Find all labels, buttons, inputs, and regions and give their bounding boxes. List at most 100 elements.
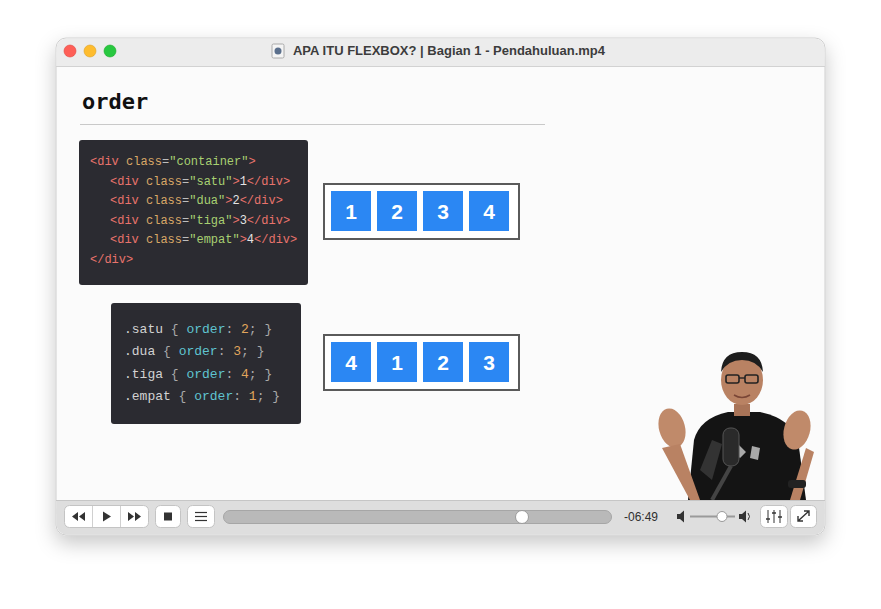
code-token: class [146,194,182,208]
code-token: class [146,214,182,228]
flex-container: 12 3 4 [323,183,520,240]
slide-heading: order [82,88,148,116]
code-token: "container" [169,155,248,169]
code-token: div [268,233,290,247]
code-token [139,175,146,189]
code-token [139,194,146,208]
code-token: ; } [249,322,272,337]
window-frame [56,38,825,535]
code-token: .empat [124,389,171,404]
code-token: > [232,214,239,228]
code-token [139,214,146,228]
code-token: </ [90,253,104,267]
code-token: > [283,214,290,228]
fullscreen-button [791,506,817,528]
code-token: div [97,155,119,169]
close-button [64,45,76,57]
presenter-video [654,352,814,500]
heading-rule [80,124,545,125]
flex-item: 2 [377,191,417,231]
code-token: > [232,175,239,189]
volume-control [677,511,750,523]
equalizer-button [761,506,788,528]
code-token: : [225,322,241,337]
flex-item: 2 [423,342,463,382]
code-token: = [162,155,169,169]
code-token: > [225,194,232,208]
progress-bar [224,511,612,524]
code-token: "satu" [189,175,232,189]
code-token: 3 [233,344,241,359]
code-line: <div class="tiga">3</div> [90,212,300,232]
code-token: 1 [249,389,257,404]
code-token: </ [254,233,268,247]
code-token: > [283,175,290,189]
code-token: class [126,155,162,169]
code-token: > [248,155,255,169]
zoom-button [104,45,116,57]
code-token: div [104,253,126,267]
title-bar [57,39,825,67]
stop-button [156,506,181,528]
code-token: = [182,214,189,228]
flex-container: 4123 [323,334,520,391]
code-token: order [186,322,225,337]
code-token: div [117,233,139,247]
code-token: = [182,175,189,189]
code-token: < [90,155,97,169]
code-token [139,233,146,247]
flex-item: 1 [377,342,417,382]
code-token: order [186,367,225,382]
code-token: > [276,194,283,208]
control-bar-rule [56,500,825,501]
code-token: "dua" [189,194,225,208]
code-line: <div class="dua">2</div> [90,192,300,212]
code-token: .dua [124,344,155,359]
code-token: 2 [232,194,239,208]
control-bar [57,500,825,535]
code-line: .tiga { order: 4; } [124,364,291,387]
code-token: < [110,233,117,247]
code-token: { [163,367,186,382]
code-token: order [179,344,218,359]
code-token: ; } [241,344,264,359]
item-number: 3 [483,352,495,373]
code-token: ; } [257,389,280,404]
code-token: "empat" [189,233,239,247]
code-token: div [261,214,283,228]
code-token: class [146,175,182,189]
code-token: div [254,194,276,208]
code-token: </ [247,175,261,189]
code-token: </ [240,194,254,208]
item-number: 4 [483,201,495,222]
flex-item: 1 [331,191,371,231]
code-token: 2 [241,322,249,337]
code-token: div [261,175,283,189]
code-token: = [182,233,189,247]
code-token: { [171,389,194,404]
transport-buttons [65,506,149,528]
code-token: > [290,233,297,247]
code-line: .dua { order: 3; } [124,341,291,364]
slide-background [57,67,824,500]
code-token: < [110,194,117,208]
code-token: > [126,253,133,267]
code-token: : [225,367,241,382]
code-token: < [110,214,117,228]
code-token: 4 [241,367,249,382]
item-number: 3 [437,201,449,222]
code-token: div [117,214,139,228]
code-token: </ [247,214,261,228]
code-token: 1 [240,175,247,189]
file-icon [272,44,284,58]
code-token: > [240,233,247,247]
item-number: 2 [391,201,403,222]
code-token: div [117,175,139,189]
code-token: 4 [247,233,254,247]
code-token: div [117,194,139,208]
code-token: .tiga [124,367,163,382]
title-bar-rule [56,66,825,67]
playlist-button [188,506,215,528]
code-token: class [146,233,182,247]
flex-item: 3 [423,191,463,231]
